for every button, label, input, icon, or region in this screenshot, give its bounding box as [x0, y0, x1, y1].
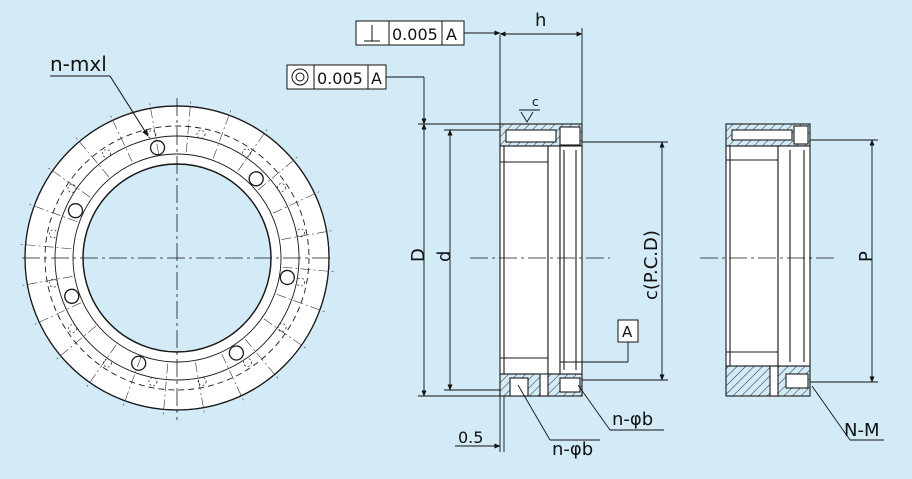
radial-tick: [281, 230, 333, 240]
small-hole: [102, 149, 111, 158]
fcf-perpendicularity: [355, 20, 465, 46]
radial-tick: [272, 190, 321, 214]
radial-tick: [122, 357, 142, 407]
small-hole: [68, 324, 77, 333]
fcf-perpendicularity-datum: A: [446, 25, 457, 44]
label-n-mxl: n-mxl: [50, 52, 107, 76]
front-view-ring: [19, 98, 335, 420]
side-dimensions: [810, 139, 884, 441]
bolt-hole: [67, 203, 84, 219]
section-view: [470, 123, 610, 397]
top-bolt-head: [559, 126, 581, 146]
datum-a-box: [617, 319, 639, 343]
bolt-hole: [228, 345, 245, 361]
small-hole: [197, 377, 207, 386]
label-n-phi-b-2: n-φb: [612, 409, 653, 430]
radial-tick: [237, 128, 268, 172]
fcf-perpendicularity-value: 0.005: [392, 25, 438, 44]
fcf-concentricity: [286, 64, 387, 90]
label-pcd: c(P.C.D): [641, 230, 662, 300]
label-n-phi-b-1: n-φb: [552, 439, 593, 460]
radial-tick: [21, 276, 73, 286]
radial-tick: [162, 363, 169, 416]
small-hole: [196, 129, 206, 139]
radial-tick: [28, 203, 78, 223]
bolt-hole: [64, 288, 80, 304]
small-hole: [67, 184, 77, 193]
radial-tick: [33, 302, 82, 326]
small-hole: [49, 278, 58, 288]
small-hole: [243, 358, 252, 367]
side-view: [700, 123, 836, 397]
label-N-M: N-M: [844, 420, 880, 441]
fcf-concentricity-value: 0.005: [317, 69, 363, 88]
radial-tick: [263, 318, 307, 349]
radial-tick: [19, 243, 72, 250]
radial-tick: [185, 100, 192, 153]
section-dimensions: [386, 28, 668, 452]
radial-tick: [149, 102, 159, 154]
radial-tick: [221, 353, 245, 402]
radial-tick: [195, 362, 205, 414]
radial-tick: [86, 344, 117, 388]
label-D: D: [408, 248, 429, 262]
bolt-holes: [64, 140, 295, 371]
bottom-bolt-head: [559, 377, 581, 393]
radial-tick: [244, 339, 279, 380]
inner-ring: [547, 145, 561, 375]
small-dashed-holes: [48, 129, 306, 387]
inner-body: [499, 145, 549, 375]
small-hole: [296, 277, 306, 287]
bolt-hole: [248, 171, 264, 187]
bolt-hole: [279, 269, 295, 286]
radial-tick: [109, 114, 133, 163]
radial-tick: [258, 156, 299, 191]
label-P: P: [856, 251, 877, 262]
outer-ring: [559, 145, 583, 375]
small-hole: [277, 323, 287, 332]
top-bolt: [505, 129, 557, 143]
radial-ticks: [19, 100, 335, 416]
side-body: [725, 145, 779, 367]
radial-tick: [212, 109, 232, 159]
label-d: d: [434, 251, 455, 262]
label-c-small: c: [532, 95, 539, 109]
radial-tick: [282, 266, 335, 273]
fcf-concentricity-datum: A: [371, 69, 382, 88]
label-h: h: [535, 10, 546, 31]
small-hole: [296, 228, 305, 238]
small-hole: [48, 229, 58, 239]
radial-tick: [75, 136, 110, 177]
small-hole: [148, 377, 158, 387]
small-hole: [277, 183, 286, 192]
radial-tick: [276, 293, 326, 313]
radial-tick: [47, 167, 91, 198]
radial-tick: [55, 325, 96, 360]
leader-n-mxl: [50, 75, 149, 137]
label-0-5: 0.5: [458, 428, 483, 447]
datum-a-label: A: [622, 323, 633, 341]
